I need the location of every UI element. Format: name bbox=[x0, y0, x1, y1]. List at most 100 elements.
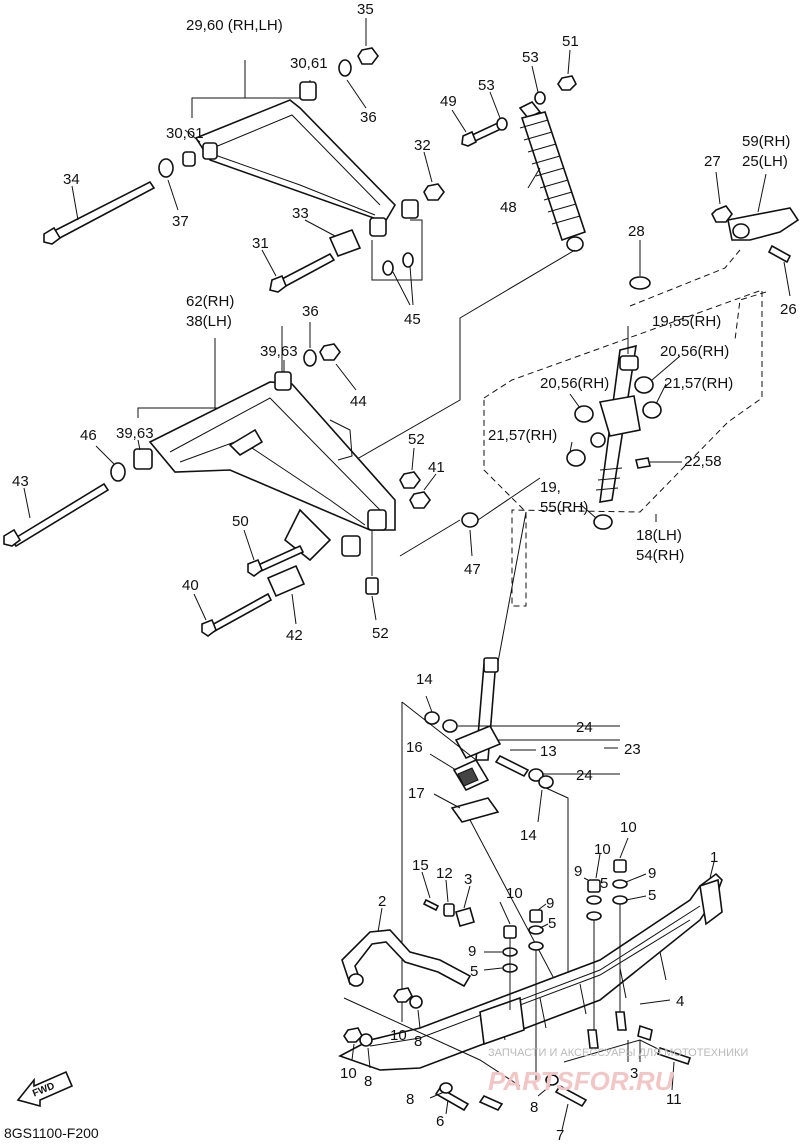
bolt-11 bbox=[656, 1046, 692, 1066]
screw-22-58 bbox=[635, 457, 651, 469]
label-24-a: 24 bbox=[576, 719, 593, 736]
label-3-b: 3 bbox=[630, 1065, 638, 1082]
shaft-13 bbox=[494, 754, 530, 778]
washer-36 bbox=[338, 59, 352, 77]
collar-33 bbox=[328, 228, 362, 258]
ski-mount bbox=[479, 996, 525, 1046]
label-10-c: 10 bbox=[506, 885, 523, 902]
label-54-rh: 54(RH) bbox=[636, 547, 684, 564]
washer-36b bbox=[303, 349, 317, 367]
nut-10e bbox=[343, 1027, 363, 1043]
label-7: 7 bbox=[556, 1127, 564, 1142]
bolt-34 bbox=[50, 180, 156, 242]
label-24-b: 24 bbox=[576, 767, 593, 784]
label-19-b: 19, bbox=[540, 479, 561, 496]
label-6: 6 bbox=[436, 1113, 444, 1130]
lower-arm-group bbox=[3, 322, 541, 637]
label-8-b: 8 bbox=[364, 1073, 372, 1090]
bolt-26 bbox=[767, 244, 792, 264]
bolt-31 bbox=[278, 252, 336, 289]
label-52-a: 52 bbox=[408, 431, 425, 448]
label-15: 15 bbox=[412, 857, 429, 874]
bolt-43 bbox=[10, 482, 110, 548]
label-50: 50 bbox=[232, 513, 249, 530]
label-5-a: 5 bbox=[600, 875, 608, 892]
pin-15 bbox=[422, 898, 440, 912]
label-31: 31 bbox=[252, 235, 269, 252]
fastener-stack-a bbox=[502, 925, 518, 1010]
label-39-63-b: 39,63 bbox=[116, 425, 154, 442]
collar-52b bbox=[365, 577, 379, 595]
washer-53b bbox=[534, 91, 546, 105]
washer-45a bbox=[382, 260, 394, 276]
spindle-group bbox=[401, 657, 620, 1018]
shock-spring bbox=[519, 111, 587, 242]
part-labels: 29,60 (RH,LH) 35 30,61 36 30,61 34 37 32… bbox=[12, 1, 797, 1144]
label-41: 41 bbox=[428, 459, 445, 476]
bushing-30-61-left bbox=[202, 142, 218, 160]
bolt-7 bbox=[554, 1084, 588, 1108]
label-52-b: 52 bbox=[372, 625, 389, 642]
label-35: 35 bbox=[357, 1, 374, 18]
nut-51 bbox=[557, 75, 577, 91]
label-37: 37 bbox=[172, 213, 189, 230]
label-53-a: 53 bbox=[478, 77, 495, 94]
label-8-a: 8 bbox=[414, 1033, 422, 1050]
nut-35 bbox=[357, 47, 379, 65]
bushing-lower bbox=[369, 217, 387, 237]
label-26: 26 bbox=[780, 301, 797, 318]
label-14-b: 14 bbox=[520, 827, 537, 844]
label-32: 32 bbox=[414, 137, 431, 154]
label-5-c: 5 bbox=[548, 915, 556, 932]
steering-group bbox=[483, 240, 763, 663]
label-45: 45 bbox=[404, 311, 421, 328]
washer-53a bbox=[496, 117, 508, 131]
label-43: 43 bbox=[12, 473, 29, 490]
bushing-39-63-top bbox=[274, 371, 292, 391]
bushing-21-57b bbox=[566, 449, 586, 467]
label-44: 44 bbox=[350, 393, 367, 410]
washer-45b bbox=[402, 252, 414, 268]
bellcrank-group bbox=[629, 171, 800, 341]
label-38-lh: 38(LH) bbox=[186, 313, 232, 330]
label-9-d: 9 bbox=[468, 943, 476, 960]
label-29-60: 29,60 (RH,LH) bbox=[186, 17, 283, 34]
fastener-stack-c bbox=[586, 879, 602, 1030]
label-3-a: 3 bbox=[464, 871, 472, 888]
label-8-d: 8 bbox=[530, 1099, 538, 1116]
bush-3a bbox=[455, 907, 475, 927]
label-30-61-b: 30,61 bbox=[166, 125, 204, 142]
label-51: 51 bbox=[562, 33, 579, 50]
label-18-lh: 18(LH) bbox=[636, 527, 682, 544]
label-8-c: 8 bbox=[406, 1091, 414, 1108]
washer-47 bbox=[461, 512, 479, 528]
label-10-a: 10 bbox=[620, 819, 637, 836]
collar-42 bbox=[266, 564, 306, 598]
watermark-top: ЗАПЧАСТИ И АКСЕССУАРЫ ДЛЯ МОТОТЕХНИКИ bbox=[488, 1047, 748, 1059]
label-10-d: 10 bbox=[390, 1027, 407, 1044]
knuckle-23 bbox=[454, 724, 502, 760]
label-19-55-a: 19,55(RH) bbox=[652, 313, 721, 330]
nut-10d bbox=[393, 987, 413, 1003]
collar bbox=[182, 151, 196, 167]
nut-32 bbox=[423, 183, 445, 201]
bushing-21-57a bbox=[642, 401, 662, 419]
label-9-b: 9 bbox=[648, 865, 656, 882]
fastener-stack-d bbox=[612, 859, 628, 1012]
bolt-12 bbox=[443, 903, 455, 917]
label-20-56-a: 20,56(RH) bbox=[660, 343, 729, 360]
fastener-stack-b bbox=[528, 909, 544, 1080]
label-12: 12 bbox=[436, 865, 453, 882]
label-9-c: 9 bbox=[546, 895, 554, 912]
label-53-b: 53 bbox=[522, 49, 539, 66]
nut-27 bbox=[711, 205, 733, 223]
label-23: 23 bbox=[624, 741, 641, 758]
label-47: 47 bbox=[464, 561, 481, 578]
label-36-a: 36 bbox=[360, 109, 377, 126]
label-20-56-b: 20,56(RH) bbox=[540, 375, 609, 392]
plate-17 bbox=[450, 797, 500, 823]
label-33: 33 bbox=[292, 205, 309, 222]
label-25-lh: 25(LH) bbox=[742, 153, 788, 170]
bushing-30-61-top bbox=[299, 81, 317, 101]
